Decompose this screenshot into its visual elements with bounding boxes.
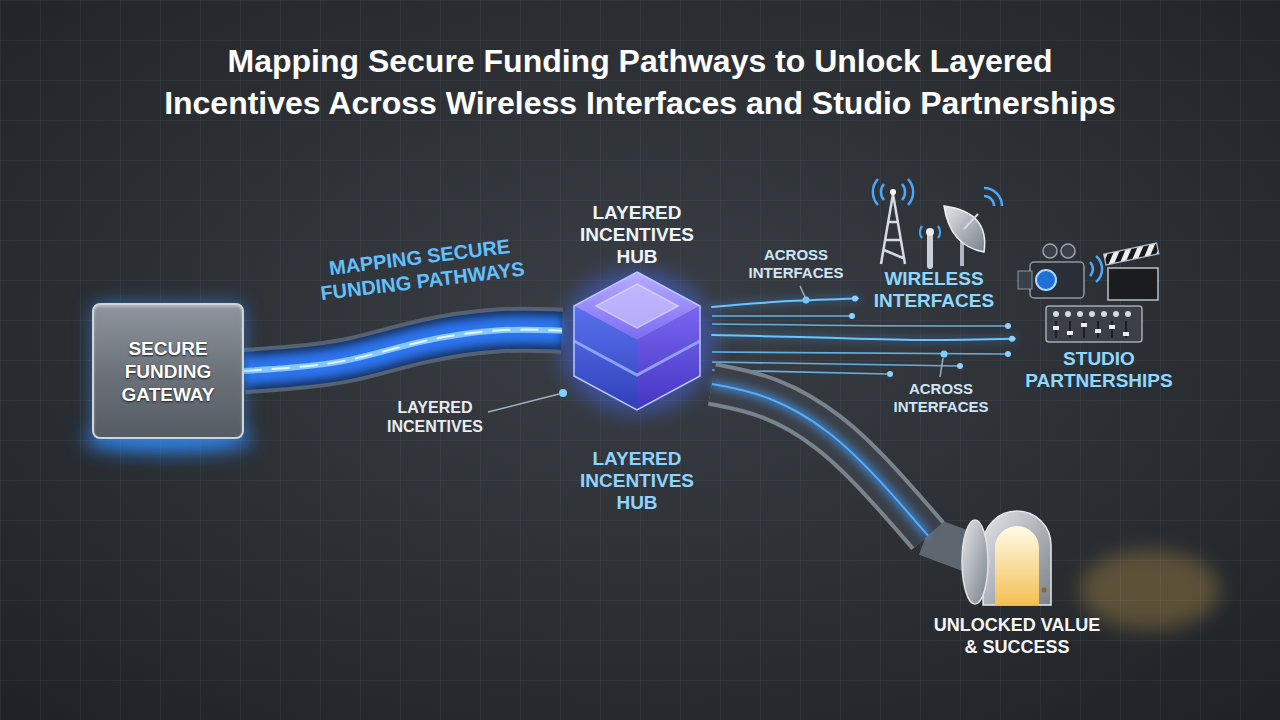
fan-line <box>712 324 1005 326</box>
slider-knob <box>1067 331 1073 335</box>
wire-glow <box>712 335 1015 340</box>
mixer-knob <box>1065 311 1071 317</box>
callout-label: ACROSS INTERFACES <box>885 380 997 416</box>
fan-line <box>712 352 1006 354</box>
connector-group <box>712 295 858 307</box>
vault-door-disc <box>962 520 988 604</box>
node-heading: STUDIO PARTNERSHIPS <box>1015 348 1183 392</box>
signal-arcs <box>873 179 913 205</box>
connector-group <box>244 330 562 371</box>
door-frame <box>983 511 1051 605</box>
incentives-hub: LAYERED INCENTIVES HUB LAYERED INCENTIVES… <box>562 202 712 514</box>
wire-glow <box>712 298 858 307</box>
fan-line <box>712 362 958 366</box>
audio-mixer <box>1046 306 1142 342</box>
antenna-tip <box>890 189 896 195</box>
pipe-core <box>244 330 562 371</box>
fan-dot <box>887 371 893 377</box>
leader-line <box>488 394 559 412</box>
cube-layer-line <box>574 341 700 375</box>
mixer-knob <box>1125 311 1131 317</box>
unlocked-door: UNLOCKED VALUE & SUCCESS <box>928 505 1106 658</box>
node-subheading: LAYERED INCENTIVES HUB <box>562 448 712 514</box>
cube-inner-square <box>596 284 678 328</box>
clapboard-body <box>1108 268 1158 300</box>
node-heading: WIRELESS INTERFACES <box>858 268 1010 312</box>
hub-glow <box>559 270 715 414</box>
pipe-casing <box>244 330 562 371</box>
connector-group <box>712 335 1015 342</box>
wire-end-dot <box>1009 336 1015 342</box>
fan-dot <box>849 313 855 319</box>
leader-dot <box>941 351 948 358</box>
slider-knob <box>1123 332 1129 336</box>
node-heading: UNLOCKED VALUE & SUCCESS <box>928 614 1106 658</box>
mixer-slider <box>1111 321 1113 338</box>
node-heading: SECURE FUNDING GATEWAY <box>104 337 232 406</box>
fan-dot <box>1005 323 1011 329</box>
leader-line <box>940 358 943 377</box>
pipe-glow <box>244 330 562 371</box>
pipe-light-streak <box>244 330 562 371</box>
mixer-knob <box>1089 311 1095 317</box>
camera-lens <box>1036 270 1056 290</box>
mixer-knob <box>1113 311 1119 317</box>
wireless-group: WIRELESS INTERFACES <box>858 176 1010 312</box>
fan-dot <box>957 363 963 369</box>
edge-label: MAPPING SECURE FUNDING PATHWAYS <box>303 231 539 307</box>
small-antenna-cap <box>926 228 934 236</box>
camera-lens-barrel <box>1018 271 1032 289</box>
door-glow <box>1080 550 1220 630</box>
slider-knob <box>1109 325 1115 329</box>
node-heading: LAYERED INCENTIVES HUB <box>562 202 712 268</box>
mixer-slider <box>1069 321 1071 338</box>
door-opening <box>995 526 1039 605</box>
clapboard-clapper <box>1104 243 1159 265</box>
studio-group: STUDIO PARTNERSHIPS <box>1015 244 1183 392</box>
slider-knob <box>1081 323 1087 327</box>
camera-reel <box>1061 244 1075 258</box>
callout-label: ACROSS INTERFACES <box>740 246 852 282</box>
wire-end-dot <box>852 295 858 301</box>
signal-arcs <box>1090 256 1102 282</box>
signal-arcs <box>920 226 940 238</box>
small-antenna <box>927 236 933 266</box>
fan-line <box>712 315 850 317</box>
fan-dot <box>1005 351 1011 357</box>
funding-gateway-box: SECURE FUNDING GATEWAY <box>92 303 244 439</box>
camera-reel <box>1043 244 1057 258</box>
dish-feed <box>964 214 978 229</box>
leader-line <box>800 286 805 297</box>
signal-arcs <box>984 188 1002 206</box>
mixer-knob <box>1053 311 1059 317</box>
pipe-inner <box>244 330 562 371</box>
satellite-dish <box>944 206 985 252</box>
door-lock <box>1042 588 1047 593</box>
leader-dot <box>559 389 567 397</box>
mixer-knob <box>1101 311 1107 317</box>
slider-knob <box>1053 326 1059 330</box>
camera-body <box>1030 262 1084 298</box>
cube-outline <box>574 272 700 410</box>
wire-line <box>712 335 1015 340</box>
slider-knob <box>1095 329 1101 333</box>
antenna-tower <box>881 194 905 264</box>
callout-label: LAYERED INCENTIVES <box>380 398 490 436</box>
mixer-knob <box>1077 311 1083 317</box>
wire-line <box>712 298 858 307</box>
diagram-title: Mapping Secure Funding Pathways to Unloc… <box>40 40 1240 124</box>
